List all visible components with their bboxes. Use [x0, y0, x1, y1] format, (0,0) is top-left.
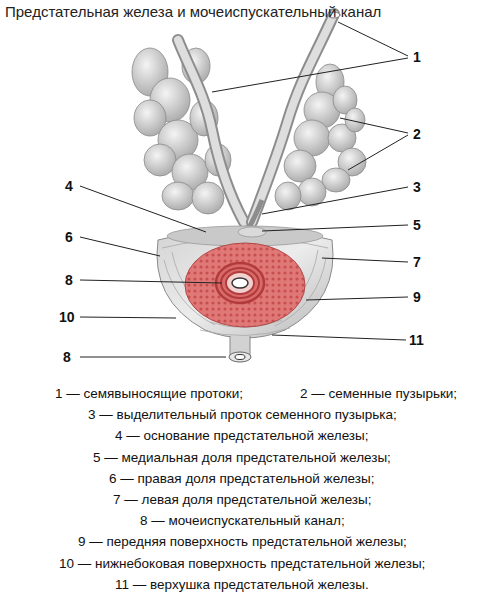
- legend-text: 1 — семявыносящие протоки;: [55, 386, 243, 402]
- legend-text: 8 — мочеиспускательный канал;: [140, 513, 345, 529]
- callout-number: 9: [412, 289, 422, 305]
- legend-text: 11 — верхушка предстательной железы.: [115, 577, 369, 593]
- legend-text: 2 — семенные пузырьки;: [300, 386, 457, 402]
- median-lobe: [238, 227, 266, 237]
- urethra-end: [229, 352, 251, 362]
- muscle-fibers: [162, 238, 328, 336]
- legend-text: 6 — правая доля предстательной железы;: [109, 471, 374, 487]
- callout-number: 6: [64, 229, 74, 245]
- legend-text: 3 — выделительный проток семенного пузыр…: [88, 407, 397, 423]
- excretory-duct: [250, 200, 262, 226]
- callout-number: 11: [408, 332, 425, 348]
- callout-number: 7: [412, 254, 422, 270]
- urethra-lumen: [232, 278, 248, 288]
- legend-text: 4 — основание предстательной железы;: [115, 428, 369, 444]
- urethra-rings: [216, 263, 264, 303]
- callout-number: 4: [64, 178, 74, 194]
- callout-number: 3: [412, 179, 422, 195]
- legend-text: 9 — передняя поверхность предстательной …: [78, 534, 407, 550]
- urethra-end-lumen: [235, 355, 245, 360]
- legend-text: 5 — медиальная доля предстательной желез…: [93, 450, 391, 466]
- vas-deferens: [178, 12, 340, 222]
- diagram-title: Предстательная железа и мочеиспускательн…: [5, 3, 381, 20]
- callout-number: 10: [58, 309, 76, 325]
- callout-number: 1: [412, 49, 422, 65]
- callout-number: 5: [412, 217, 422, 233]
- callout-number: 8: [64, 272, 74, 288]
- leader-lines: [80, 22, 408, 357]
- callout-number: 8: [62, 349, 72, 365]
- legend-text: 7 — левая доля предстательной железы;: [113, 492, 372, 508]
- prostate-section: [185, 243, 305, 327]
- legend-text: 10 — нижнебоковая поверхность предстател…: [59, 556, 425, 572]
- callout-number: 2: [412, 126, 422, 142]
- prostate-body: [157, 229, 333, 338]
